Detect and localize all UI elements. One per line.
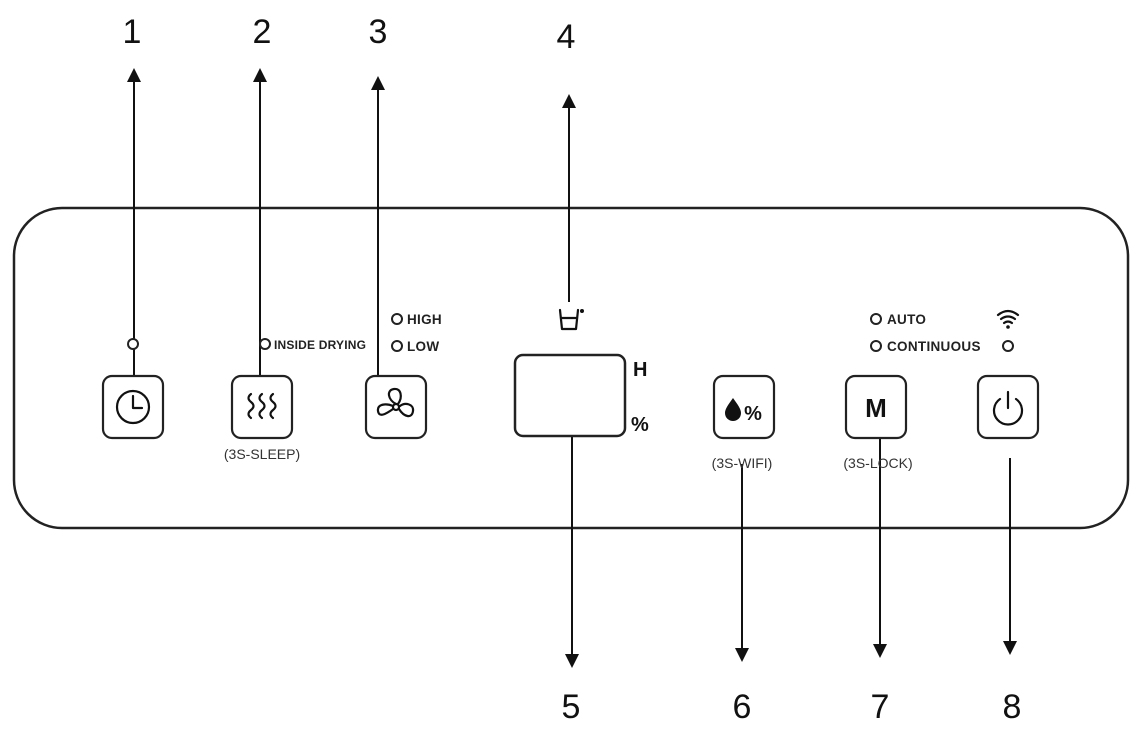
humidity-percent-symbol: % [744, 403, 762, 425]
display-unit-percent: % [631, 414, 649, 436]
callout-2: 2 [253, 13, 272, 51]
callout-6: 6 [733, 688, 752, 726]
fan-speed-button[interactable] [364, 374, 428, 440]
fan-icon [376, 387, 415, 418]
continuous-label: CONTINUOUS [887, 339, 981, 354]
mode-letter: M [865, 393, 887, 423]
callout-3: 3 [369, 13, 388, 51]
callout-8: 8 [1003, 688, 1022, 726]
callout-4: 4 [557, 18, 576, 56]
display-unit-h: H [633, 359, 647, 381]
low-label: LOW [407, 339, 439, 354]
high-label: HIGH [407, 312, 442, 327]
callout-5: 5 [562, 688, 581, 726]
high-led [391, 313, 403, 325]
water-tank-icon [558, 308, 584, 331]
continuous-led [870, 340, 882, 352]
sleep-sublabel: (3S-SLEEP) [224, 446, 300, 462]
clock-icon [115, 389, 151, 425]
wifi-icon [996, 309, 1020, 329]
timer-led [127, 338, 139, 350]
humidity-display [513, 353, 627, 438]
lock-sublabel: (3S-LOCK) [843, 455, 912, 471]
inside-drying-label: INSIDE DRYING [274, 338, 366, 352]
auto-label: AUTO [887, 312, 926, 327]
humidity-wifi-button[interactable] [712, 374, 776, 440]
wifi-sublabel: (3S-WIFI) [712, 455, 773, 471]
inside-drying-led [259, 338, 271, 350]
water-drop-icon [725, 398, 741, 421]
low-led [391, 340, 403, 352]
auto-led [870, 313, 882, 325]
callout-7: 7 [871, 688, 890, 726]
drying-sleep-button[interactable] [230, 374, 294, 440]
power-icon [992, 390, 1024, 426]
wifi-led [1002, 340, 1014, 352]
heat-waves-icon [247, 392, 277, 420]
callout-1: 1 [123, 13, 142, 51]
mode-lock-button[interactable] [844, 374, 908, 440]
